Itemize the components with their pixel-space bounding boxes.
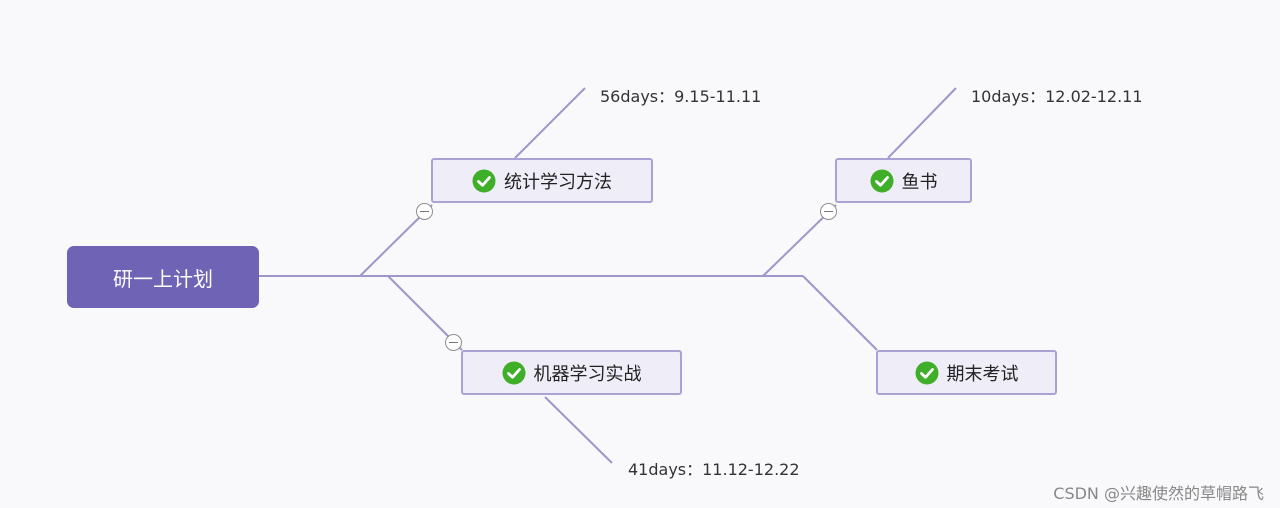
connector-topic-4 [802, 275, 878, 351]
collapse-toggle-icon[interactable] [416, 203, 433, 220]
collapse-toggle-icon[interactable] [820, 203, 837, 220]
root-topic[interactable]: 研一上计划 [67, 246, 259, 308]
topic-final-exam[interactable]: 期末考试 [876, 350, 1057, 395]
note-connector-topic-3 [887, 87, 957, 159]
topic-label: 期末考试 [946, 363, 1019, 385]
note-connector-topic-2 [544, 396, 613, 464]
check-circle-icon [915, 361, 938, 384]
collapse-toggle-icon[interactable] [445, 334, 462, 351]
topic-ml-in-action[interactable]: 机器学习实战 [461, 350, 682, 395]
topic-label: 统计学习方法 [504, 171, 612, 193]
root-topic-label: 研一上计划 [113, 266, 213, 291]
check-circle-icon [502, 361, 525, 384]
note-connector-topic-1 [514, 87, 586, 159]
topic-statistical-learning[interactable]: 统计学习方法 [431, 158, 653, 203]
check-circle-icon [870, 169, 893, 192]
topic-note: 10days：12.02-12.11 [971, 87, 1143, 106]
topic-label: 鱼书 [901, 171, 938, 193]
topic-note: 41days：11.12-12.22 [628, 460, 800, 479]
check-circle-icon [472, 169, 496, 192]
topic-fish-book[interactable]: 鱼书 [835, 158, 972, 203]
topic-note: 56days：9.15-11.11 [600, 87, 762, 106]
topic-label: 机器学习实战 [533, 363, 642, 385]
watermark: CSDN @兴趣使然的草帽路飞 [1053, 484, 1264, 503]
